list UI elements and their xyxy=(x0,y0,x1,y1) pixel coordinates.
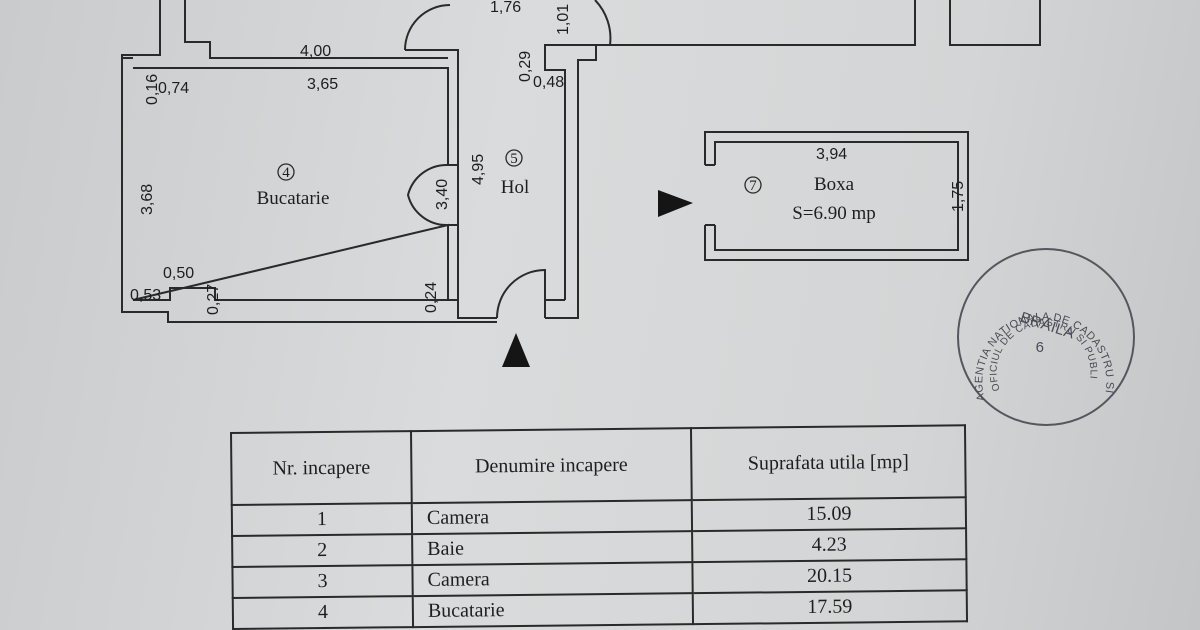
entrance-arrow-up-icon xyxy=(502,333,530,367)
cell-name: Camera xyxy=(411,500,693,535)
header-area: Suprafata utila [mp] xyxy=(690,425,966,501)
door-arc xyxy=(404,4,451,51)
dim-top-inner: 3,65 xyxy=(307,76,338,93)
cell-nr: 1 xyxy=(231,503,413,536)
header-name: Denumire incapere xyxy=(411,428,692,504)
room-number-boxa: 7 xyxy=(749,178,757,194)
table-header-row: Nr. incapere Denumire incapere Suprafata… xyxy=(231,425,966,505)
room-area-boxa: S=6.90 mp xyxy=(792,203,876,224)
room-name-hol: Hol xyxy=(501,177,530,198)
boxa-inner-wall xyxy=(714,141,959,251)
hol-right-wall xyxy=(545,0,916,319)
dim-door-wall: 3,40 xyxy=(434,179,451,210)
cell-area: 15.09 xyxy=(691,497,967,532)
rooms-table: Nr. incapere Denumire incapere Suprafata… xyxy=(230,424,968,630)
dim-top-right-v: 1,01 xyxy=(555,4,572,35)
dim-right-bottom: 0,24 xyxy=(423,282,440,313)
cell-area: 17.59 xyxy=(692,590,968,625)
svg-text:OFICIUL DE CADASTRU SI PUBLICI: OFICIUL DE CADASTRU SI PUBLICITATE IMOBI… xyxy=(0,0,1098,392)
stamp-code: 6 xyxy=(1036,339,1045,356)
dim-hol-length: 4,95 xyxy=(470,154,487,185)
cell-name: Baie xyxy=(412,531,693,566)
entrance-arrow-right-icon xyxy=(658,190,693,217)
room-name-boxa: Boxa xyxy=(814,174,855,195)
cell-nr: 3 xyxy=(232,565,413,598)
dim-left-small-v: 0,16 xyxy=(144,74,161,105)
table-row: 4 Bucatarie 17.59 xyxy=(232,590,968,629)
cell-area: 20.15 xyxy=(692,559,967,594)
dim-bottom-step-h: 0,50 xyxy=(163,265,194,282)
cell-nr: 4 xyxy=(232,596,414,629)
cell-nr: 2 xyxy=(232,534,413,567)
kitchen-inner-wall xyxy=(132,67,449,301)
dim-boxa-height: 1,75 xyxy=(950,181,967,212)
dim-top-outer: 4,00 xyxy=(300,43,331,60)
room-number-kitchen: 4 xyxy=(282,165,290,181)
boxa-outer-wall xyxy=(704,131,969,261)
kitchen-outer-wall xyxy=(121,0,497,323)
dim-hol-niche-v: 0,29 xyxy=(517,51,534,82)
stamp-inner-text: OFICIUL DE CADASTRU SI PUBLICITATE IMOBI… xyxy=(0,0,1098,392)
dim-bottom-step-v: 0,27 xyxy=(205,284,222,315)
cell-name: Camera xyxy=(412,562,693,597)
cell-name: Bucatarie xyxy=(412,593,694,628)
header-nr: Nr. incapere xyxy=(231,431,412,505)
cell-area: 4.23 xyxy=(692,528,967,563)
room-name-kitchen: Bucatarie xyxy=(257,188,330,209)
dim-left-small-h: 0,74 xyxy=(158,80,189,97)
svg-text:AGENTIA NATIONALA DE CADASTRU: AGENTIA NATIONALA DE CADASTRU SI PUBLICI… xyxy=(0,0,1115,402)
dim-boxa-width: 3,94 xyxy=(816,146,847,163)
stamp-outer-text: AGENTIA NATIONALA DE CADASTRU SI PUBLICI… xyxy=(0,0,1115,402)
dim-hol-niche-h: 0,48 xyxy=(533,74,564,91)
dim-left-height: 3,68 xyxy=(139,184,156,215)
dim-top-hol: 1,76 xyxy=(490,0,521,16)
room-number-hol: 5 xyxy=(510,151,518,167)
dim-bottom-corner: 0,53 xyxy=(130,287,161,304)
